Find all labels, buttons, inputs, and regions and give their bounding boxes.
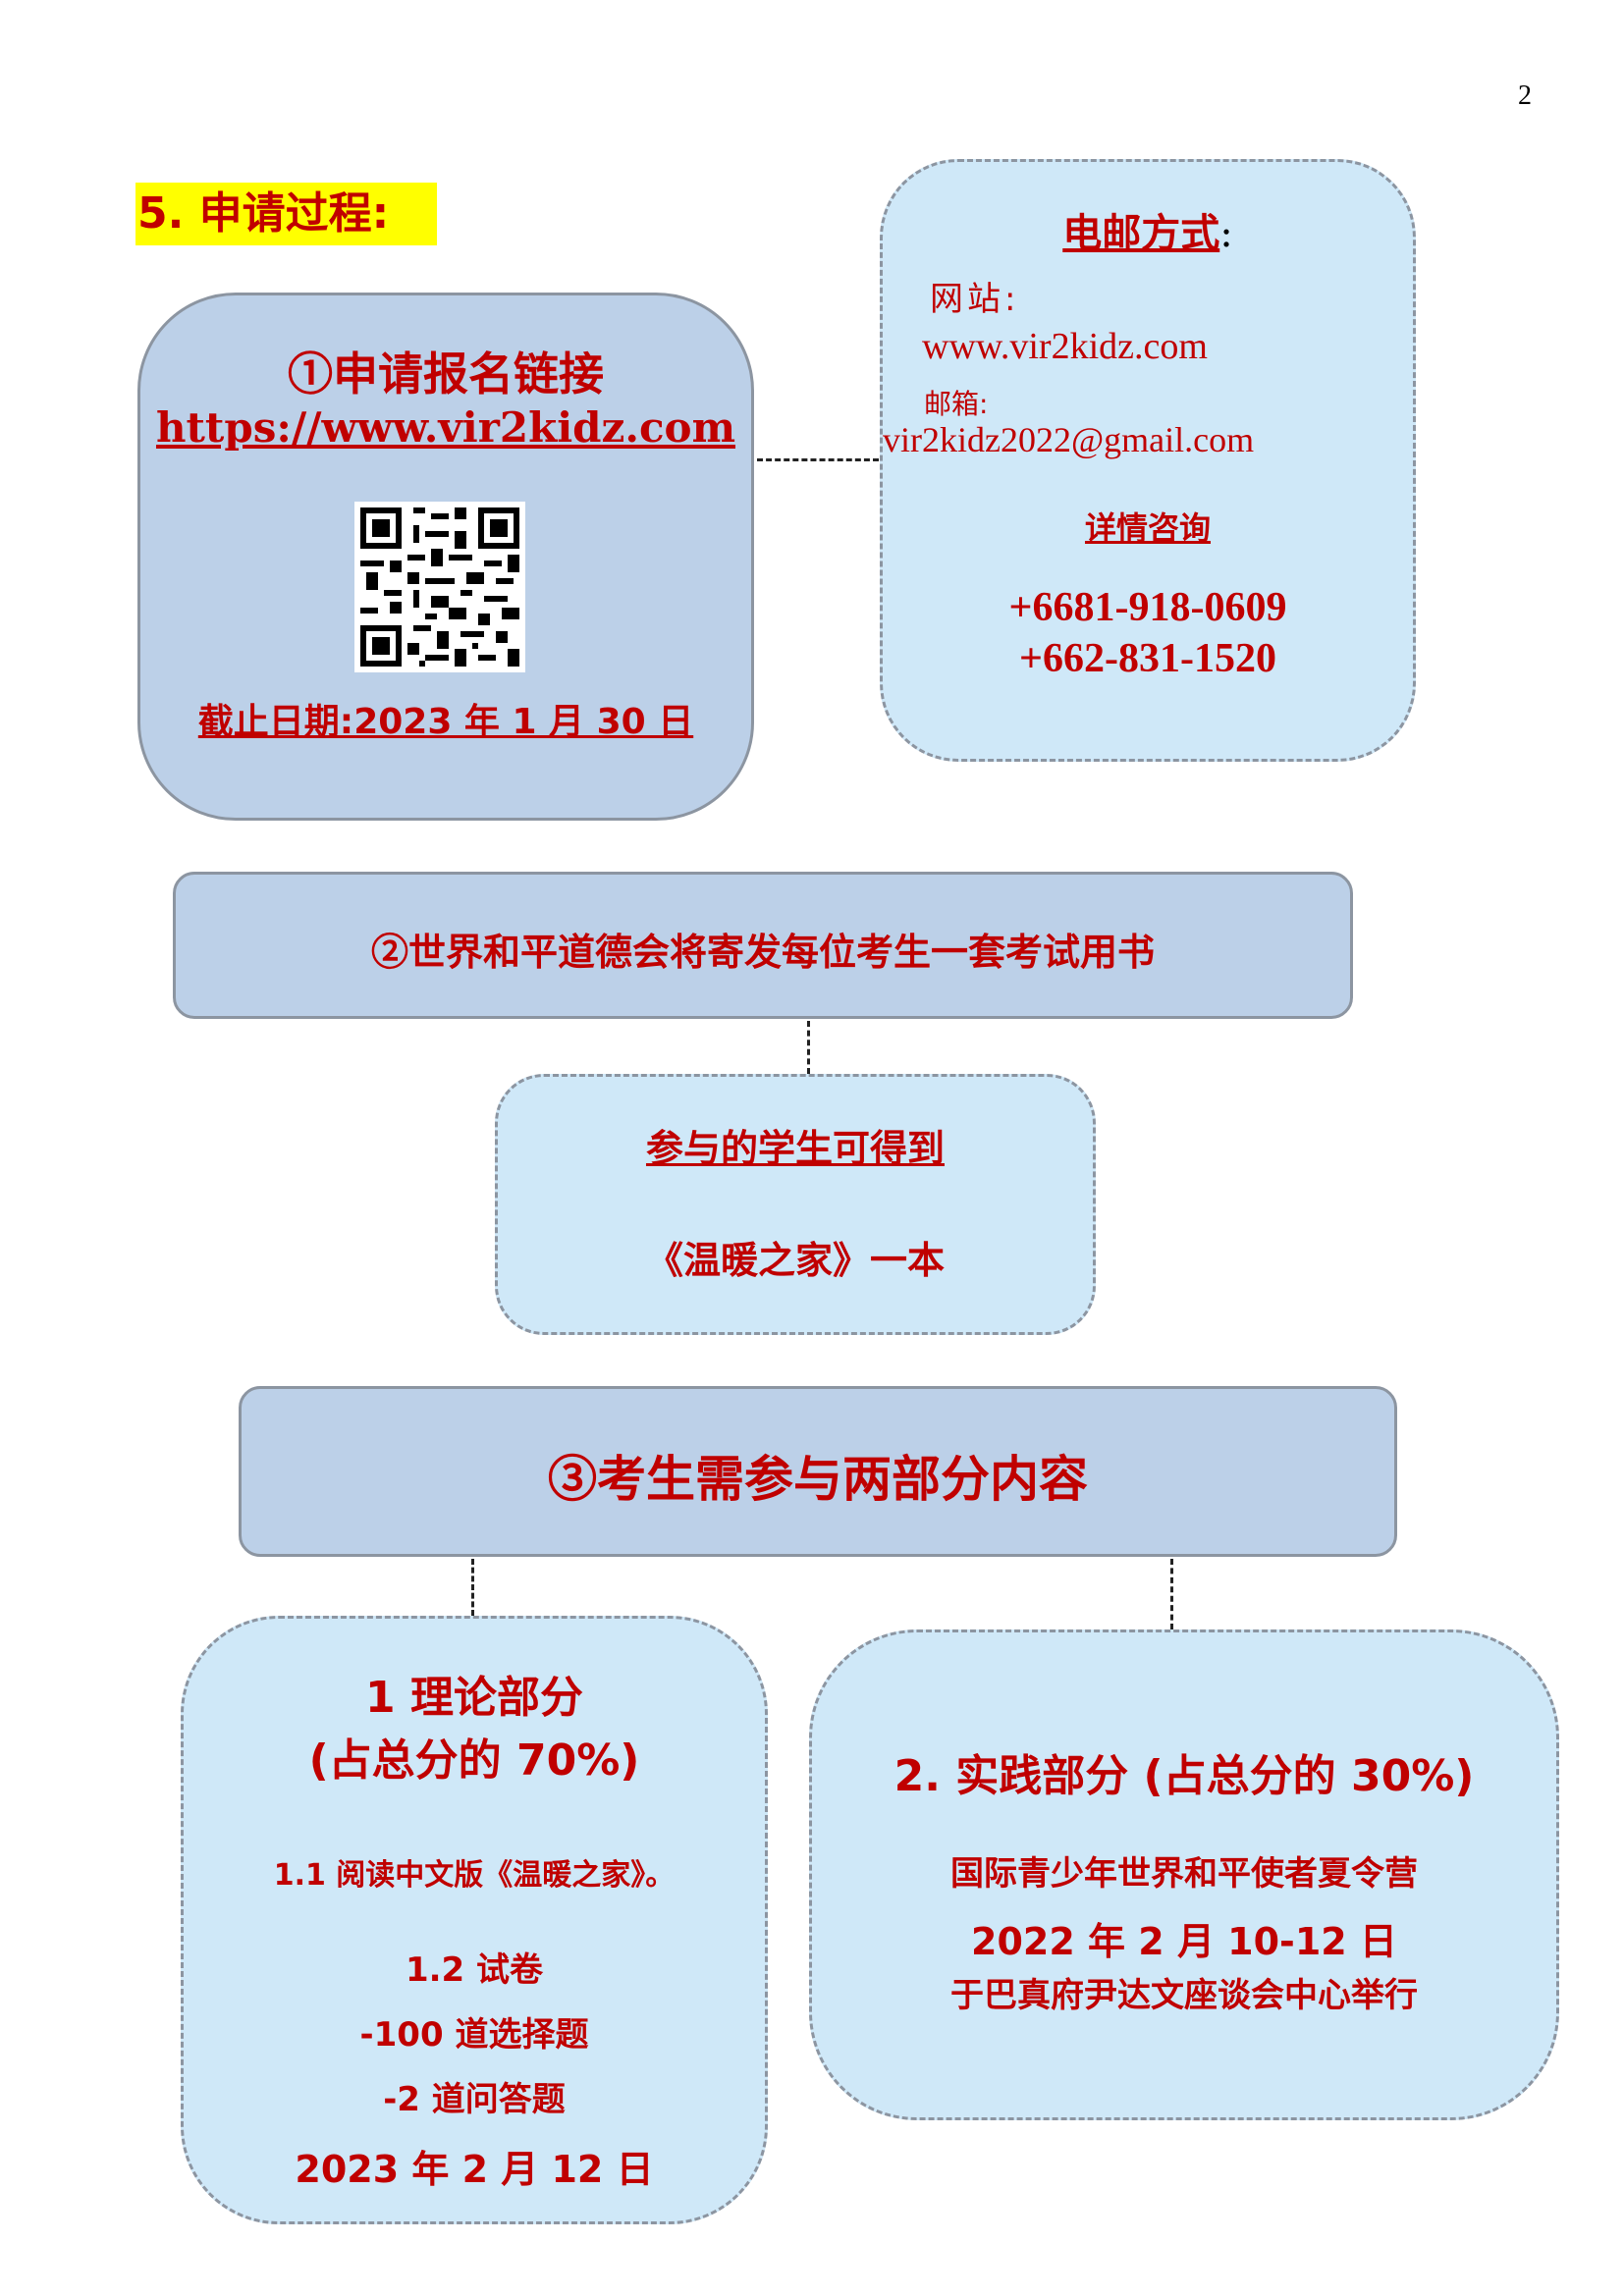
theory-weight: (占总分的 70%) bbox=[308, 1735, 640, 1786]
inquiry-label: 详情咨询 bbox=[1084, 509, 1211, 547]
connector-line bbox=[1170, 1559, 1173, 1629]
theory-title: 1 理论部分 bbox=[365, 1673, 583, 1723]
email-label: 邮箱: bbox=[924, 388, 989, 420]
page-number: 2 bbox=[1518, 80, 1532, 111]
theory-multiple-choice: -100 道选择题 bbox=[359, 2015, 589, 2055]
qr-code-icon[interactable] bbox=[354, 502, 525, 672]
practice-title: 2. 实践部分 (占总分的 30%) bbox=[893, 1751, 1475, 1801]
step2-box: ②世界和平道德会将寄发每位考生一套考试用书 bbox=[173, 872, 1353, 1019]
theory-box: 1 理论部分 (占总分的 70%) 1.1 阅读中文版《温暖之家》。 1.2 试… bbox=[181, 1616, 768, 2224]
step1-title: ①申请报名链接 bbox=[288, 347, 604, 400]
contact-title-text: 电邮方式 bbox=[1062, 210, 1220, 256]
connector-line bbox=[471, 1559, 474, 1616]
reward-title: 参与的学生可得到 bbox=[645, 1126, 945, 1170]
step3-text: ③考生需参与两部分内容 bbox=[548, 1450, 1088, 1508]
contact-box: 电邮方式: 网站: www.vir2kidz.com 邮箱: vir2kidz2… bbox=[880, 159, 1416, 762]
practice-date: 2022 年 2 月 10-12 日 bbox=[971, 1920, 1397, 1963]
phone-number-1[interactable]: +6681-918-0609 bbox=[1008, 585, 1287, 630]
contact-title: 电邮方式: bbox=[883, 201, 1413, 258]
theory-item-exam: 1.2 试卷 bbox=[405, 1950, 544, 1990]
website-link[interactable]: www.vir2kidz.com bbox=[922, 326, 1208, 367]
theory-date: 2023 年 2 月 12 日 bbox=[295, 2148, 654, 2191]
connector-line bbox=[807, 1021, 810, 1074]
registration-link[interactable]: https://www.vir2kidz.com bbox=[155, 403, 736, 452]
contact-title-colon: : bbox=[1219, 211, 1233, 256]
reward-box: 参与的学生可得到 《温暖之家》一本 bbox=[495, 1074, 1096, 1335]
practice-event: 国际青少年世界和平使者夏令营 bbox=[950, 1854, 1418, 1894]
connector-line bbox=[757, 458, 879, 461]
theory-item-reading: 1.1 阅读中文版《温暖之家》。 bbox=[273, 1858, 676, 1893]
step3-box: ③考生需参与两部分内容 bbox=[239, 1386, 1397, 1557]
step1-box: ①申请报名链接 https://www.vir2kidz.com 截止日期:20… bbox=[137, 293, 754, 821]
step2-text: ②世界和平道德会将寄发每位考生一套考试用书 bbox=[370, 930, 1155, 974]
registration-deadline: 截止日期:2023 年 1 月 30 日 bbox=[197, 702, 694, 742]
theory-essay-questions: -2 道问答题 bbox=[383, 2080, 566, 2119]
email-link[interactable]: vir2kidz2022@gmail.com bbox=[883, 420, 1255, 459]
practice-box: 2. 实践部分 (占总分的 30%) 国际青少年世界和平使者夏令营 2022 年… bbox=[809, 1629, 1559, 2120]
practice-venue: 于巴真府尹达文座谈会中心举行 bbox=[950, 1976, 1418, 2015]
reward-book: 《温暖之家》一本 bbox=[645, 1238, 945, 1282]
website-label: 网站: bbox=[930, 280, 1020, 319]
section-title: 5. 申请过程: bbox=[135, 183, 437, 245]
phone-number-2[interactable]: +662-831-1520 bbox=[1019, 636, 1276, 681]
